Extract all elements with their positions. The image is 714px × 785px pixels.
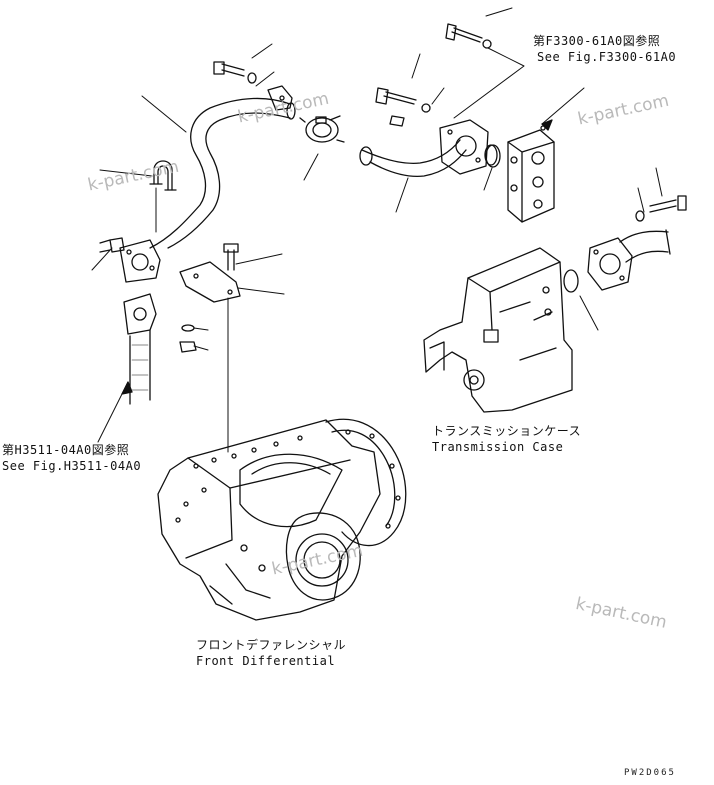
transmission-case — [423, 247, 573, 413]
bolts-upper-right — [375, 23, 492, 127]
ref-label-left-jp: 第H3511-04A0図参照 — [2, 443, 130, 457]
leader-lines — [91, 7, 663, 453]
bracket — [179, 243, 241, 353]
ref-label-top-right-jp: 第F3300-61A0図参照 — [533, 34, 661, 48]
pipe-right — [587, 195, 687, 291]
arrowhead — [121, 381, 133, 395]
transmission-label-en: Transmission Case — [432, 440, 564, 454]
valve-block — [507, 125, 555, 223]
u-bolt — [149, 160, 177, 191]
o-ring — [485, 144, 501, 168]
differential-label-jp: フロントデファレンシャル — [196, 638, 347, 652]
differential-label-en: Front Differential — [196, 654, 336, 668]
drawing-code: PW2D065 — [624, 768, 676, 778]
arrowhead — [541, 119, 553, 131]
main-tube — [99, 85, 296, 283]
o-ring — [563, 269, 579, 293]
ref-label-top-right-en: See Fig.F3300-61A0 — [537, 50, 677, 64]
bolt-upper-left — [213, 61, 257, 84]
front-differential — [157, 418, 407, 621]
hose — [359, 119, 498, 178]
transmission-label-jp: トランスミッションケース — [432, 424, 582, 438]
ref-label-left-en: See Fig.H3511-04A0 — [2, 459, 142, 473]
hose-clamp — [299, 115, 345, 143]
